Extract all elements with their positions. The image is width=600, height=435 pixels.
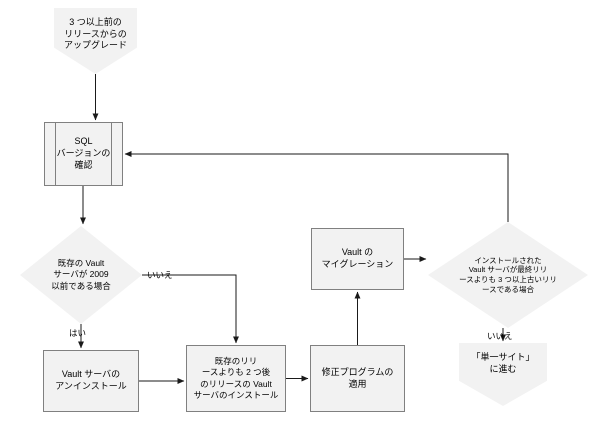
node-apply-hotfix[interactable]: 修正プログラムの 適用 (310, 345, 405, 412)
edge-label-no-right-diamond: いいえ (487, 331, 513, 341)
node-install-two-releases-later-label: 既存のリリ ースよりも 2 つ後 のリリースの Vault サーバのインストール (193, 356, 279, 400)
node-go-to-single-site-label: 「単一サイト」 に進む (471, 352, 535, 374)
edge-label-no-left-diamond: いいえ (147, 270, 173, 280)
node-installed-three-or-more-behind-label: インストールされた Vault サーバが最終リリ ースよりも 3 つ以上古いリリ… (459, 255, 557, 294)
predefined-process-left-rule (55, 123, 56, 185)
edge-diamond-loop-to-sql (124, 151, 509, 222)
edge-label-yes-left-diamond: はい (69, 328, 87, 338)
node-sql-version-check-label: SQL バージョンの 確認 (56, 136, 111, 170)
node-sql-version-check[interactable]: SQL バージョンの 確認 (44, 122, 123, 186)
node-install-two-releases-later[interactable]: 既存のリリ ースよりも 2 つ後 のリリースの Vault サーバのインストール (186, 345, 286, 412)
node-start-label: 3 つ以上前の リリースからの アップグレード (63, 17, 127, 51)
edge-diamond-no-to-install (142, 274, 239, 344)
node-uninstall-vault-server-label: Vault サーバの アンインストール (55, 369, 127, 391)
node-vault-migration-label: Vault の マイグレーション (321, 247, 394, 269)
predefined-process-right-rule (111, 123, 112, 185)
node-uninstall-vault-server[interactable]: Vault サーバの アンインストール (43, 350, 139, 412)
node-apply-hotfix-label: 修正プログラムの 適用 (321, 366, 394, 389)
node-existing-vault-2009-label: 既存の Vault サーバが 2009 以前である場合 (51, 258, 111, 291)
node-vault-migration[interactable]: Vault の マイグレーション (311, 228, 404, 290)
